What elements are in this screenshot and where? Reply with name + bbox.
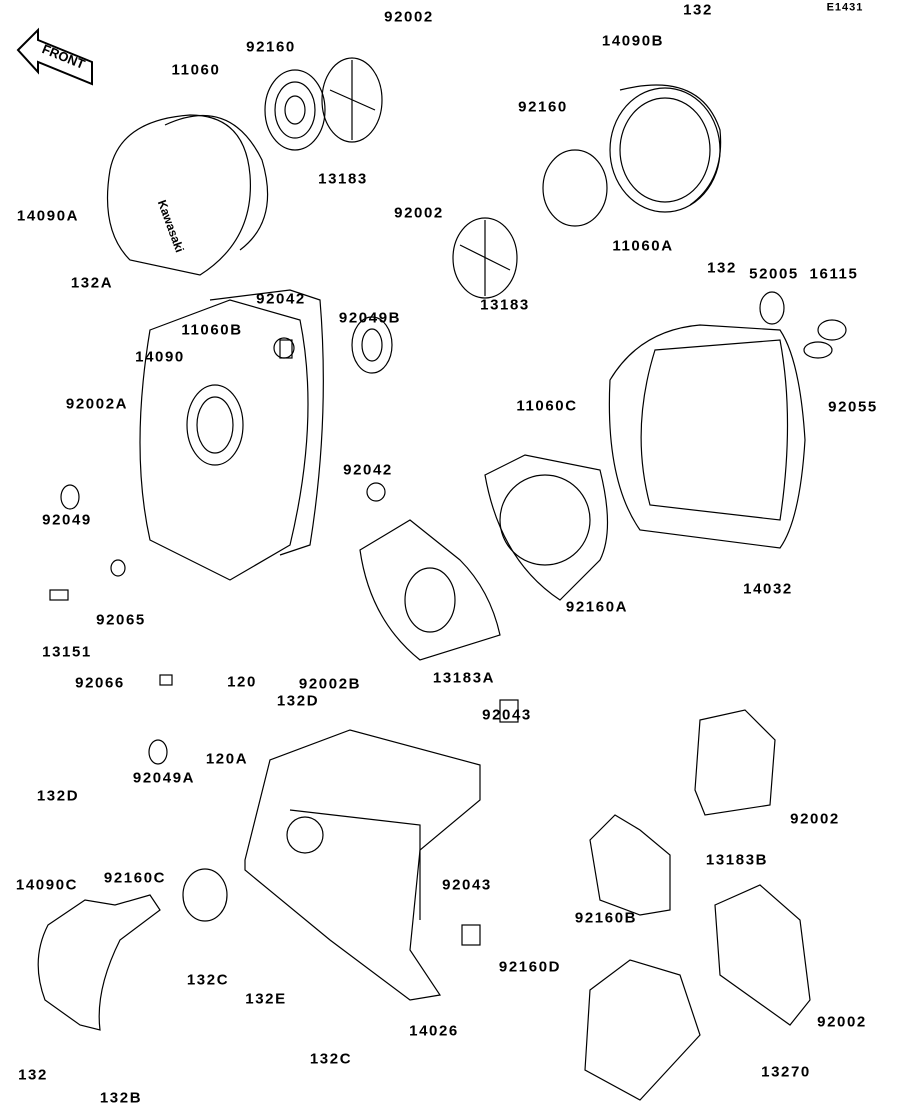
part-label-92049b: 92049B [338,309,402,327]
part-label-132a: 132A [70,274,114,292]
right-side-parts [584,709,811,1101]
part-label-14026: 14026 [409,1022,459,1040]
part-label-13183a: 13183A [432,669,496,687]
part-label-92160a: 92160A [565,598,629,616]
part-label-14090a: 14090A [16,207,80,225]
clutch-cover-14032 [608,291,847,549]
part-label-120a: 120A [205,750,249,768]
part-label-132d: 132D [276,692,320,710]
generator-cover-14090a: Kawasaki [107,114,269,276]
part-label-14090b: 14090B [601,32,665,50]
part-label-132: 132 [18,1066,48,1084]
part-label-92049: 92049 [42,511,92,529]
part-label-13183: 13183 [318,170,368,188]
plates-middle [359,454,609,661]
part-label-11060: 11060 [171,61,221,79]
sprocket-cover-14026 [182,699,519,1001]
part-label-132d: 132D [36,787,80,805]
svg-text:Kawasaki: Kawasaki [155,198,187,254]
cover-14090c [37,894,161,1031]
part-label-13270: 13270 [761,1063,811,1081]
part-label-120: 120 [227,673,257,691]
part-label-92160: 92160 [246,38,296,56]
part-label-92002: 92002 [790,810,840,828]
part-label-11060a: 11060A [612,237,674,255]
part-label-92002b: 92002B [298,675,362,693]
part-label-92160d: 92160D [498,958,562,976]
part-label-13151: 13151 [42,643,92,661]
small-fasteners [49,339,293,765]
part-label-14090: 14090 [135,348,185,366]
part-label-92002: 92002 [817,1013,867,1031]
part-label-14090c: 14090C [15,876,79,894]
part-label-92065: 92065 [96,611,146,629]
part-label-92055: 92055 [828,398,878,416]
part-label-11060b: 11060B [181,321,243,339]
part-label-92066: 92066 [75,674,125,692]
cover-plates-top [264,57,722,299]
diagram-code: E1431 [826,1,864,14]
front-arrow-logo: FRONT [16,27,93,86]
part-label-92043: 92043 [442,876,492,894]
part-label-132c: 132C [186,971,230,989]
part-label-92002a: 92002A [65,395,129,413]
part-label-92042: 92042 [256,290,306,308]
part-label-92160b: 92160B [574,909,638,927]
part-label-11060c: 11060C [516,397,578,415]
part-label-132b: 132B [99,1089,143,1103]
part-label-92002: 92002 [384,8,434,26]
part-label-52005: 52005 [749,265,799,283]
part-label-92042: 92042 [343,461,393,479]
pulser-cover-14090 [139,289,393,581]
part-label-132: 132 [707,259,737,277]
part-label-92002: 92002 [394,204,444,222]
part-label-92160c: 92160C [103,869,167,887]
part-label-132c: 132C [309,1050,353,1068]
part-label-92160: 92160 [518,98,568,116]
part-label-13183: 13183 [480,296,530,314]
part-label-132e: 132E [245,990,287,1008]
part-label-132: 132 [683,1,713,19]
part-label-13183b: 13183B [705,851,769,869]
part-label-16115: 16115 [809,265,859,283]
part-label-92043: 92043 [482,706,532,724]
part-label-14032: 14032 [743,580,793,598]
part-label-92049a: 92049A [132,769,196,787]
